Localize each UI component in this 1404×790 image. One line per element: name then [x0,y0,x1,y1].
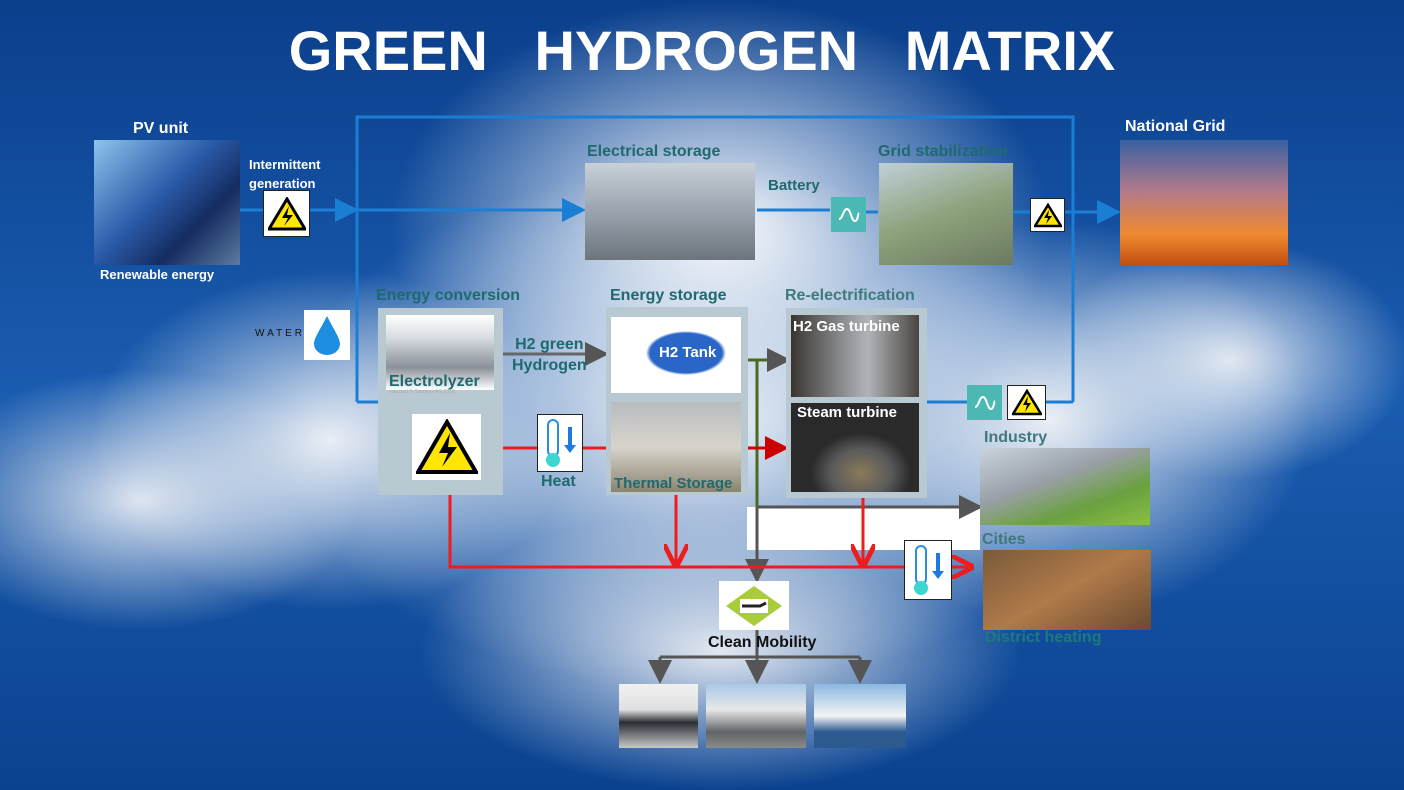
battery-label: Battery [768,177,820,194]
gas-turbine-image [791,315,919,397]
high-voltage-warning-icon [412,414,481,480]
high-voltage-warning-icon [1007,385,1046,420]
industry-image [980,448,1150,525]
re-electrification-label: Re-electrification [785,287,915,304]
thermal-storage-label: Thermal Storage [614,475,733,492]
industry-label: Industry [984,429,1048,446]
district-heating-label: District heating [985,629,1102,646]
thermal-storage-image [611,402,741,492]
clean-mobility-label: Clean Mobility [708,634,817,651]
energy-conversion-label: Energy conversion [376,287,521,304]
h2-tank-image [611,317,741,393]
truck-image [706,684,806,748]
electrolyzer-image [386,315,494,390]
power-lines-image [1120,140,1288,265]
battery-storage-image [585,163,755,260]
ac-sine-icon [831,197,866,232]
page-title: GREEN HYDROGEN MATRIX [288,19,1116,82]
high-voltage-warning-icon [263,190,310,237]
heat-label: Heat [541,473,576,490]
thermometer-cold-icon [904,540,952,600]
water-label: WATER [255,328,305,339]
fuel-pump-icon [719,581,789,630]
water-drop-icon [304,310,350,360]
high-voltage-warning-icon [1030,198,1065,232]
city-image [983,550,1151,630]
thermometer-cold-icon [537,414,583,472]
energy-storage-label: Energy storage [610,287,727,304]
renewable-energy-label: Renewable energy [100,267,215,282]
cities-label: Cities [982,531,1026,548]
grid-stabilization-label: Grid stabilization [878,143,1008,160]
hydrogen-line: Hydrogen [512,357,587,374]
grid-stabilization-image [879,163,1013,265]
steam-turbine-image [791,403,919,492]
pv-panel-image [94,140,240,265]
electrolyzer-caption: estricted © Siemens AG 2019 [389,389,455,395]
h2-tank-label: H2 Tank [659,344,717,361]
electrolyzer-label: Electrolyzer [389,373,480,390]
ac-sine-icon [967,385,1002,420]
steam-turbine-label: Steam turbine [797,404,898,421]
electrical-storage-label: Electrical storage [587,143,721,160]
pv-unit-label: PV unit [133,120,189,137]
car-image [619,684,698,748]
cruise-ship-image [814,684,906,748]
gas-turbine-label: H2 Gas turbine [793,318,900,335]
national-grid-label: National Grid [1125,118,1226,135]
h2-green-line: H2 green [515,336,584,353]
intermittent-generation-label: Intermittent generation [249,157,321,191]
